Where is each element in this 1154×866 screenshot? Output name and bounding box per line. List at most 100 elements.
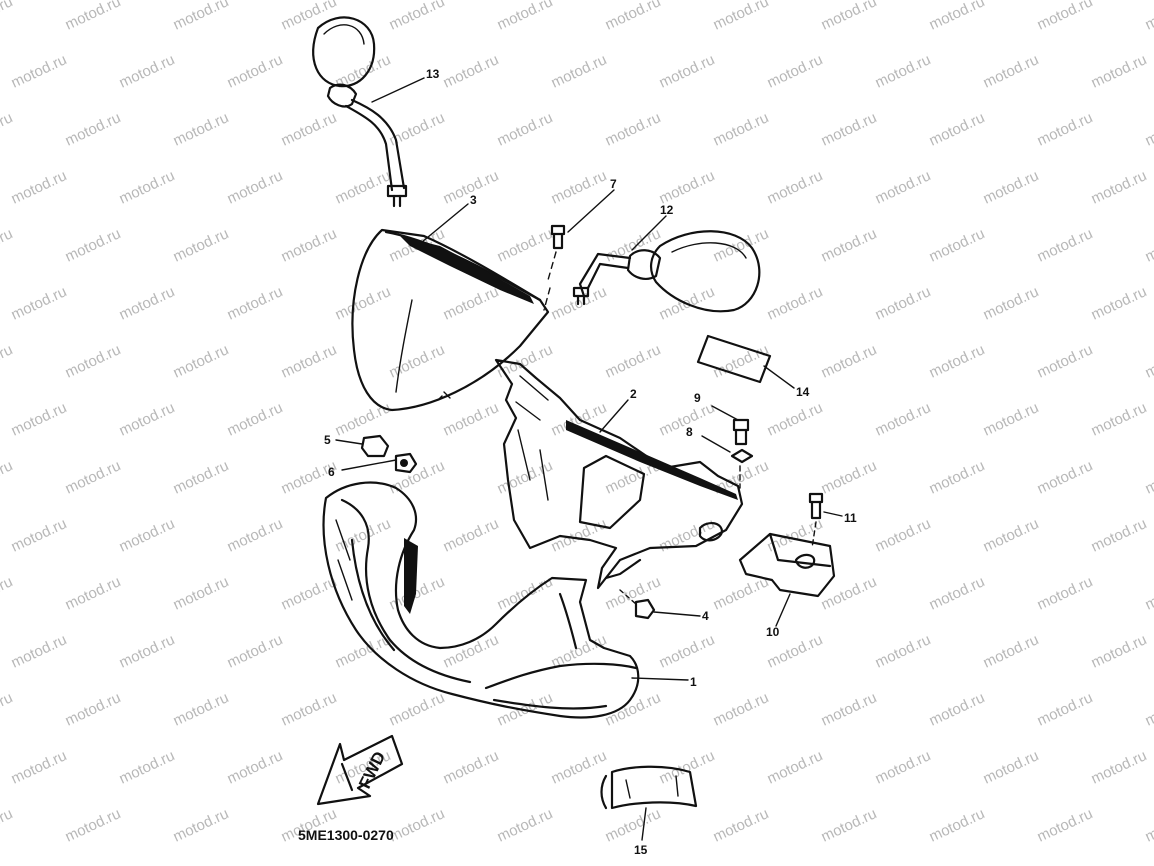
watermark-text: motod.ru — [873, 399, 934, 439]
watermark-text: motod.ru — [981, 283, 1042, 323]
watermark-text: motod.ru — [387, 0, 448, 34]
watermark-text: motod.ru — [1089, 631, 1150, 671]
watermark-text: motod.ru — [225, 631, 286, 671]
watermark-text: motod.ru — [603, 109, 664, 149]
callout-15: 15 — [634, 843, 648, 857]
drawing-code: 5ME1300-0270 — [298, 827, 394, 843]
watermark-text: motod.ru — [495, 573, 556, 613]
watermark-text: motod.ru — [549, 167, 610, 207]
watermark-text: motod.ru — [441, 515, 502, 555]
watermark-text: motod.ru — [1035, 805, 1096, 845]
forward-direction-arrow — [316, 734, 404, 806]
bracket-drawing — [738, 492, 836, 598]
watermark-text: motod.ru — [0, 689, 15, 729]
watermark-text: motod.ru — [657, 167, 718, 207]
watermark-text: motod.ru — [765, 399, 826, 439]
watermark-text: motod.ru — [981, 399, 1042, 439]
callout-11: 11 — [844, 511, 857, 525]
watermark-text: motod.ru — [171, 573, 232, 613]
watermark-text: motod.ru — [819, 689, 880, 729]
watermark-text: motod.ru — [711, 689, 772, 729]
watermark-text: motod.ru — [0, 109, 15, 149]
callout-3: 3 — [470, 193, 477, 207]
watermark-text: motod.ru — [279, 109, 340, 149]
watermark-text: motod.ru — [981, 167, 1042, 207]
watermark-text: motod.ru — [9, 167, 70, 207]
watermark-text: motod.ru — [9, 283, 70, 323]
mirror-right-drawing — [572, 230, 761, 313]
watermark-text: motod.ru — [1089, 747, 1150, 787]
watermark-text: motod.ru — [603, 341, 664, 381]
watermark-text: motod.ru — [1035, 0, 1096, 34]
watermark-text: motod.ru — [819, 573, 880, 613]
watermark-text: motod.ru — [441, 631, 502, 671]
watermark-text: motod.ru — [225, 399, 286, 439]
watermark-text: motod.ru — [1143, 573, 1154, 613]
watermark-text: motod.ru — [873, 631, 934, 671]
watermark-text: motod.ru — [63, 225, 124, 265]
watermark-text: motod.ru — [1143, 0, 1154, 34]
watermark-text: motod.ru — [1089, 515, 1150, 555]
callout-14: 14 — [796, 385, 810, 399]
watermark-text: motod.ru — [279, 341, 340, 381]
grommet-collar-drawing — [360, 434, 418, 474]
watermark-text: motod.ru — [711, 805, 772, 845]
watermark-text: motod.ru — [441, 399, 502, 439]
watermark-text: motod.ru — [1089, 283, 1150, 323]
watermark-text: motod.ru — [1089, 399, 1150, 439]
windshield-drawing — [351, 228, 550, 412]
callout-13: 13 — [426, 67, 440, 81]
watermark-text: motod.ru — [819, 457, 880, 497]
watermark-text: motod.ru — [603, 805, 664, 845]
callout-2: 2 — [630, 387, 637, 401]
watermark-text: motod.ru — [495, 805, 556, 845]
watermark-text: motod.ru — [765, 747, 826, 787]
watermark-text: motod.ru — [171, 225, 232, 265]
watermark-text: motod.ru — [1035, 689, 1096, 729]
watermark-text: motod.ru — [171, 341, 232, 381]
bolt-7-drawing — [543, 224, 566, 311]
watermark-text: motod.ru — [927, 689, 988, 729]
watermark-text: motod.ru — [0, 0, 15, 34]
callout-9: 9 — [694, 391, 701, 405]
watermark-text: motod.ru — [117, 51, 178, 91]
watermark-text: motod.ru — [9, 51, 70, 91]
watermark-text: motod.ru — [171, 805, 232, 845]
watermark-text: motod.ru — [495, 109, 556, 149]
nut-4-drawing — [619, 589, 656, 620]
watermark-text: motod.ru — [495, 0, 556, 34]
watermark-text: motod.ru — [549, 747, 610, 787]
front-cowling-drawing — [322, 481, 640, 719]
emblem-label-drawing — [696, 334, 772, 384]
watermark-text: motod.ru — [711, 573, 772, 613]
watermark-text: motod.ru — [63, 341, 124, 381]
watermark-text: motod.ru — [441, 283, 502, 323]
watermark-text: motod.ru — [387, 689, 448, 729]
watermark-text: motod.ru — [657, 51, 718, 91]
watermark-text: motod.ru — [63, 689, 124, 729]
watermark-text: motod.ru — [0, 805, 15, 845]
watermark-text: motod.ru — [873, 747, 934, 787]
watermark-text: motod.ru — [225, 747, 286, 787]
callout-8: 8 — [686, 425, 693, 439]
watermark-text: motod.ru — [819, 225, 880, 265]
watermark-text: motod.ru — [0, 457, 15, 497]
watermark-text: motod.ru — [657, 515, 718, 555]
watermark-text: motod.ru — [711, 109, 772, 149]
watermark-text: motod.ru — [279, 573, 340, 613]
watermark-text: motod.ru — [171, 109, 232, 149]
watermark-text: motod.ru — [1035, 341, 1096, 381]
watermark-text: motod.ru — [171, 689, 232, 729]
watermark-text: motod.ru — [1089, 51, 1150, 91]
watermark-text: motod.ru — [441, 51, 502, 91]
watermark-text: motod.ru — [603, 0, 664, 34]
watermark-text: motod.ru — [549, 51, 610, 91]
watermark-text: motod.ru — [819, 109, 880, 149]
watermark-text: motod.ru — [981, 747, 1042, 787]
watermark-text: motod.ru — [711, 0, 772, 34]
watermark-text: motod.ru — [333, 167, 394, 207]
watermark-text: motod.ru — [603, 225, 664, 265]
watermark-text: motod.ru — [819, 805, 880, 845]
watermark-text: motod.ru — [819, 341, 880, 381]
